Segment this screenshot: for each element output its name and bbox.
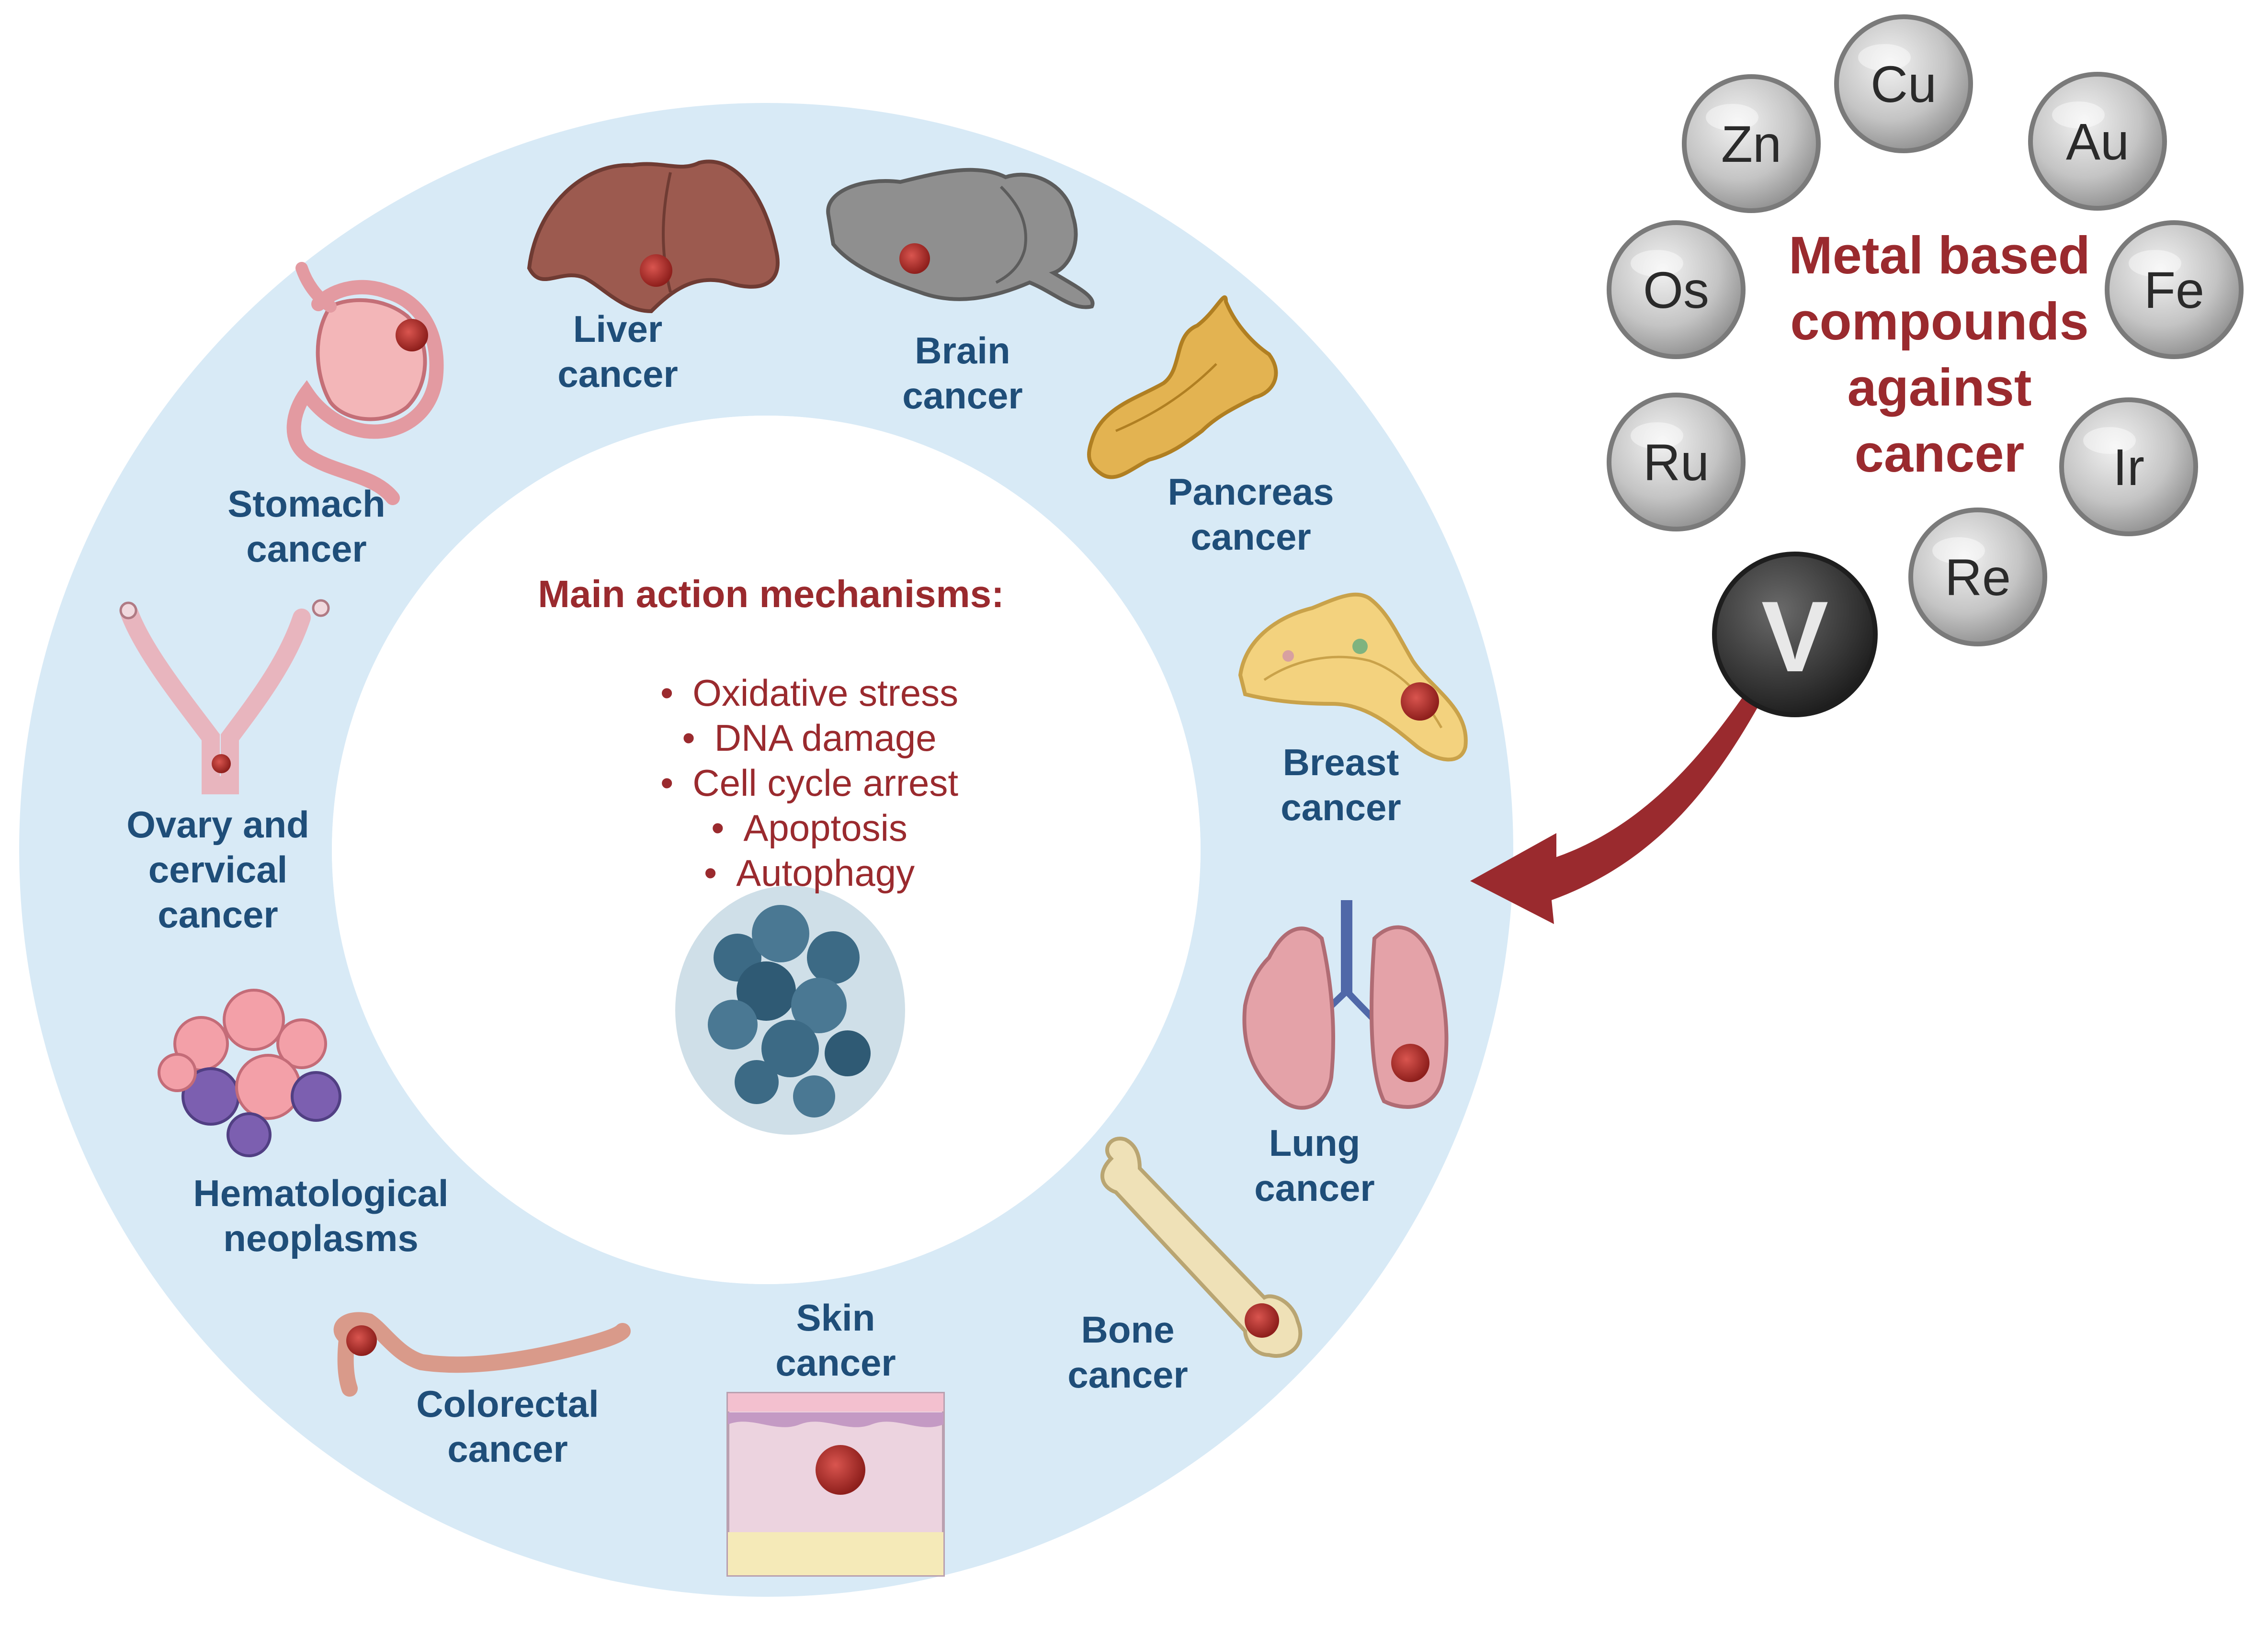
mechanism-item: Apoptosis	[660, 805, 958, 850]
cancer-label-line: neoplasms	[223, 1217, 419, 1259]
metal-panel-title: Metal based compounds against cancer	[1789, 223, 2090, 487]
metal-symbol: Ru	[1643, 433, 1709, 491]
ovary-cervix-icon	[119, 599, 330, 794]
metal-symbol: Os	[1643, 261, 1709, 319]
stomach-icon	[286, 262, 444, 505]
cancer-label-line: cancer	[158, 893, 278, 936]
breast-icon	[1238, 592, 1468, 762]
cancer-label-line: cancer	[1281, 786, 1401, 828]
cancer-label-line: cancer	[1254, 1167, 1375, 1209]
metal-symbol: Zn	[1721, 115, 1781, 173]
cancer-label-line: cancer	[557, 353, 678, 395]
metal-symbol: Cu	[1871, 55, 1937, 113]
metal-sphere-re: Re	[1908, 508, 2047, 646]
cancer-label-line: Breast	[1282, 741, 1399, 783]
mechanism-item: Cell cycle arrest	[660, 760, 958, 805]
cancer-label-line: cancer	[447, 1428, 568, 1470]
skin-icon	[726, 1392, 945, 1577]
mechanism-item: DNA damage	[660, 715, 958, 760]
vanadium-sphere: V	[1712, 552, 1878, 717]
mechanism-item: Oxidative stress	[660, 670, 958, 715]
metal-sphere-cu: Cu	[1834, 14, 1973, 153]
cancer-label-line: Stomach	[227, 483, 386, 525]
cancer-label-line: Pancreas	[1168, 471, 1334, 513]
hematological-cells-icon	[158, 989, 341, 1157]
pancreas-icon	[1087, 295, 1278, 479]
cancer-label-line: cancer	[1067, 1354, 1188, 1396]
cancer-label-line: Skin	[796, 1297, 875, 1339]
vanadium-symbol: V	[1761, 580, 1828, 693]
metal-sphere-fe: Fe	[2105, 220, 2244, 359]
metal-title-line: cancer	[1854, 424, 2025, 483]
vanadium-arrow	[1470, 689, 1762, 924]
cancer-label-line: cancer	[246, 528, 367, 570]
cancer-label-line: Colorectal	[416, 1383, 599, 1425]
metal-sphere-ir: Ir	[2059, 397, 2198, 536]
tumor-cell-cluster-icon	[675, 886, 905, 1135]
bone-icon	[1100, 1137, 1303, 1358]
metal-symbol: Ir	[2113, 438, 2144, 496]
cancer-label-line: Liver	[573, 308, 663, 350]
metal-title-line: Metal based	[1789, 226, 2090, 285]
metal-sphere-au: Au	[2028, 72, 2167, 211]
metal-sphere-zn: Zn	[1682, 74, 1821, 213]
cancer-label-line: cervical	[148, 848, 288, 891]
mechanisms-list: Oxidative stressDNA damageCell cycle arr…	[660, 670, 958, 895]
liver-icon	[527, 159, 780, 314]
lung-icon	[1242, 900, 1449, 1110]
brain-icon	[826, 168, 1095, 309]
metal-sphere-ru: Ru	[1607, 393, 1746, 531]
cancer-label-line: Lung	[1269, 1122, 1361, 1164]
cancer-label-line: Bone	[1081, 1309, 1175, 1351]
metal-sphere-os: Os	[1607, 220, 1746, 359]
metal-title-line: compounds	[1790, 292, 2089, 351]
colorectal-icon	[333, 1312, 631, 1397]
cancer-label-line: Brain	[915, 329, 1010, 372]
cancer-label-line: cancer	[775, 1342, 896, 1384]
metal-symbol: Re	[1945, 548, 2011, 606]
cancer-label-line: cancer	[1191, 516, 1311, 558]
mechanism-item: Autophagy	[660, 850, 958, 895]
metal-symbol: Fe	[2144, 261, 2204, 319]
mechanisms-title: Main action mechanisms:	[538, 573, 1004, 615]
metal-symbol: Au	[2066, 113, 2129, 170]
cancer-label-line: cancer	[902, 374, 1023, 417]
cancer-ring	[19, 103, 1513, 1597]
cancer-label-line: Ovary and	[126, 803, 309, 846]
metal-title-line: against	[1847, 358, 2032, 417]
cancer-label-line: Hematological	[193, 1172, 449, 1214]
